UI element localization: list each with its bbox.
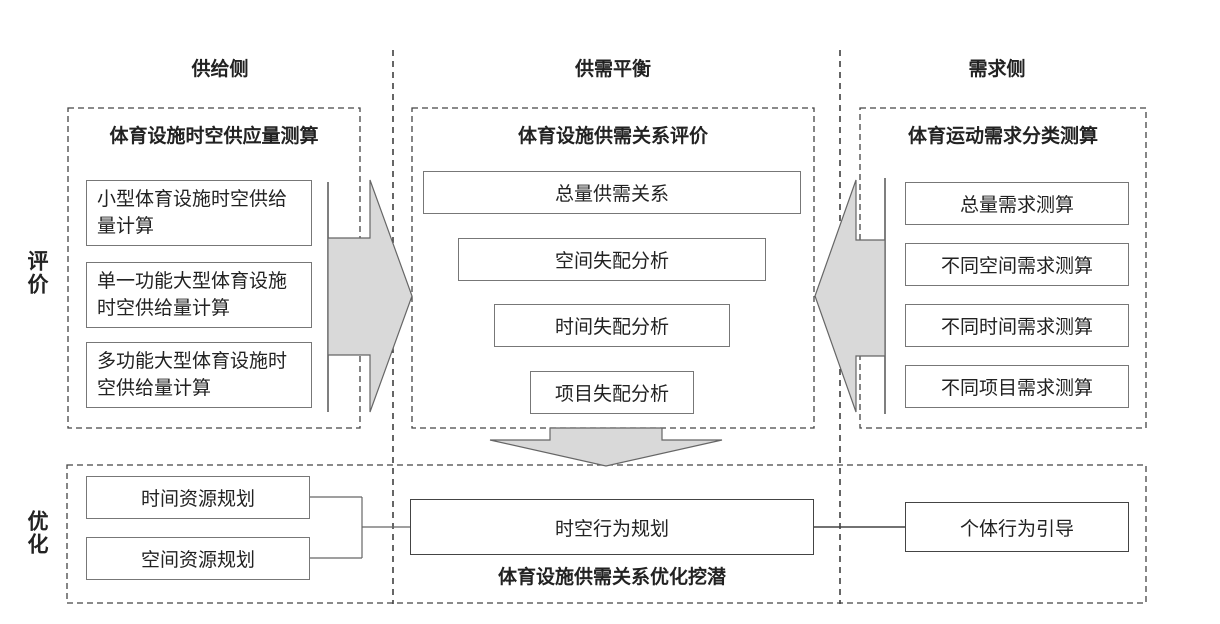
balance-item-total: 总量供需关系 xyxy=(423,171,801,214)
optimization-space-resource: 空间资源规划 xyxy=(86,537,310,580)
balance-item-temporal: 时间失配分析 xyxy=(494,304,730,347)
demand-item-temporal: 不同时间需求测算 xyxy=(905,304,1129,347)
demand-to-balance-arrow xyxy=(814,179,886,413)
optimization-panel-border xyxy=(66,464,1147,604)
balance-item-project: 项目失配分析 xyxy=(530,371,694,414)
demand-item-total: 总量需求测算 xyxy=(905,182,1129,225)
optimization-spatiotemporal-behavior: 时空行为规划 xyxy=(410,499,814,555)
optimization-time-resource: 时间资源规划 xyxy=(86,476,310,519)
balance-panel-title: 体育设施供需关系评价 xyxy=(517,125,708,147)
optimization-title: 体育设施供需关系优化挖潜 xyxy=(497,566,726,588)
supply-item-multi-function: 多功能大型体育设施时空供给量计算 xyxy=(86,342,312,408)
supply-panel-title: 体育设施时空供应量测算 xyxy=(109,125,319,147)
supply-to-balance-arrow xyxy=(327,179,413,413)
column-balance-heading: 供需平衡 xyxy=(574,58,651,80)
row-label-optimization: 优化 xyxy=(25,510,49,556)
supply-item-single-function: 单一功能大型体育设施时空供给量计算 xyxy=(86,262,312,328)
column-supply-heading: 供给侧 xyxy=(191,58,249,80)
optimization-individual-guidance: 个体行为引导 xyxy=(905,502,1129,552)
demand-panel-title: 体育运动需求分类测算 xyxy=(907,125,1098,147)
row-label-evaluation: 评价 xyxy=(25,250,49,296)
demand-item-spatial: 不同空间需求测算 xyxy=(905,243,1129,286)
balance-item-spatial: 空间失配分析 xyxy=(458,238,766,281)
evaluation-to-optimization-arrow xyxy=(489,427,723,467)
column-demand-heading: 需求侧 xyxy=(968,58,1026,80)
demand-item-project: 不同项目需求测算 xyxy=(905,365,1129,408)
supply-item-small-facility: 小型体育设施时空供给量计算 xyxy=(86,180,312,246)
